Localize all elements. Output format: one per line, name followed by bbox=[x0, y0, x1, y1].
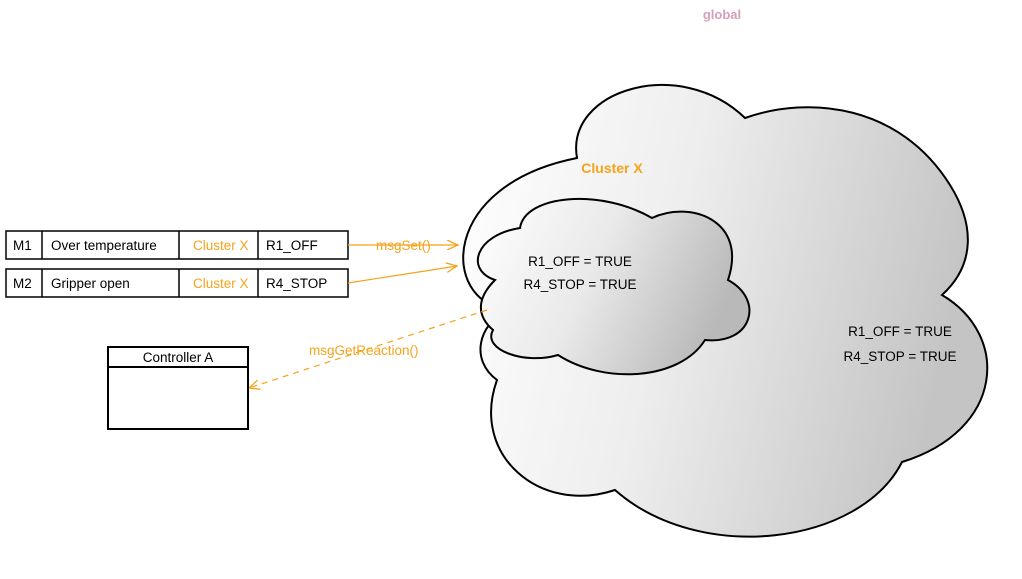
message-text: Over temperature bbox=[51, 238, 157, 253]
cluster-label: Cluster X bbox=[581, 160, 643, 176]
outer-cloud-line-2: R4_STOP = TRUE bbox=[844, 349, 957, 364]
msgset-arrow-m2 bbox=[347, 266, 457, 284]
message-cluster: Cluster X bbox=[193, 276, 249, 291]
inner-cloud-line-2: R4_STOP = TRUE bbox=[524, 277, 637, 292]
msggetreaction-arrow bbox=[249, 309, 488, 388]
inner-cloud-line-1: R1_OFF = TRUE bbox=[528, 254, 632, 269]
controller-box[interactable]: Controller A bbox=[107, 346, 249, 430]
controller-title: Controller A bbox=[143, 350, 214, 365]
inner-cloud bbox=[476, 198, 751, 376]
message-reaction: R1_OFF bbox=[266, 238, 318, 253]
msggetreaction-label: msgGetReaction() bbox=[309, 343, 419, 358]
message-reaction: R4_STOP bbox=[266, 276, 327, 291]
message-row-m1[interactable]: M1 Over temperature Cluster X R1_OFF bbox=[5, 230, 349, 260]
outer-cloud-line-1: R1_OFF = TRUE bbox=[848, 324, 952, 339]
message-row-m2[interactable]: M2 Gripper open Cluster X R4_STOP bbox=[5, 268, 349, 298]
message-cluster: Cluster X bbox=[193, 238, 249, 253]
msgset-label: msgSet() bbox=[376, 238, 431, 253]
message-id: M1 bbox=[13, 238, 32, 253]
global-label: global bbox=[703, 7, 741, 22]
message-id: M2 bbox=[13, 276, 32, 291]
message-text: Gripper open bbox=[51, 276, 130, 291]
